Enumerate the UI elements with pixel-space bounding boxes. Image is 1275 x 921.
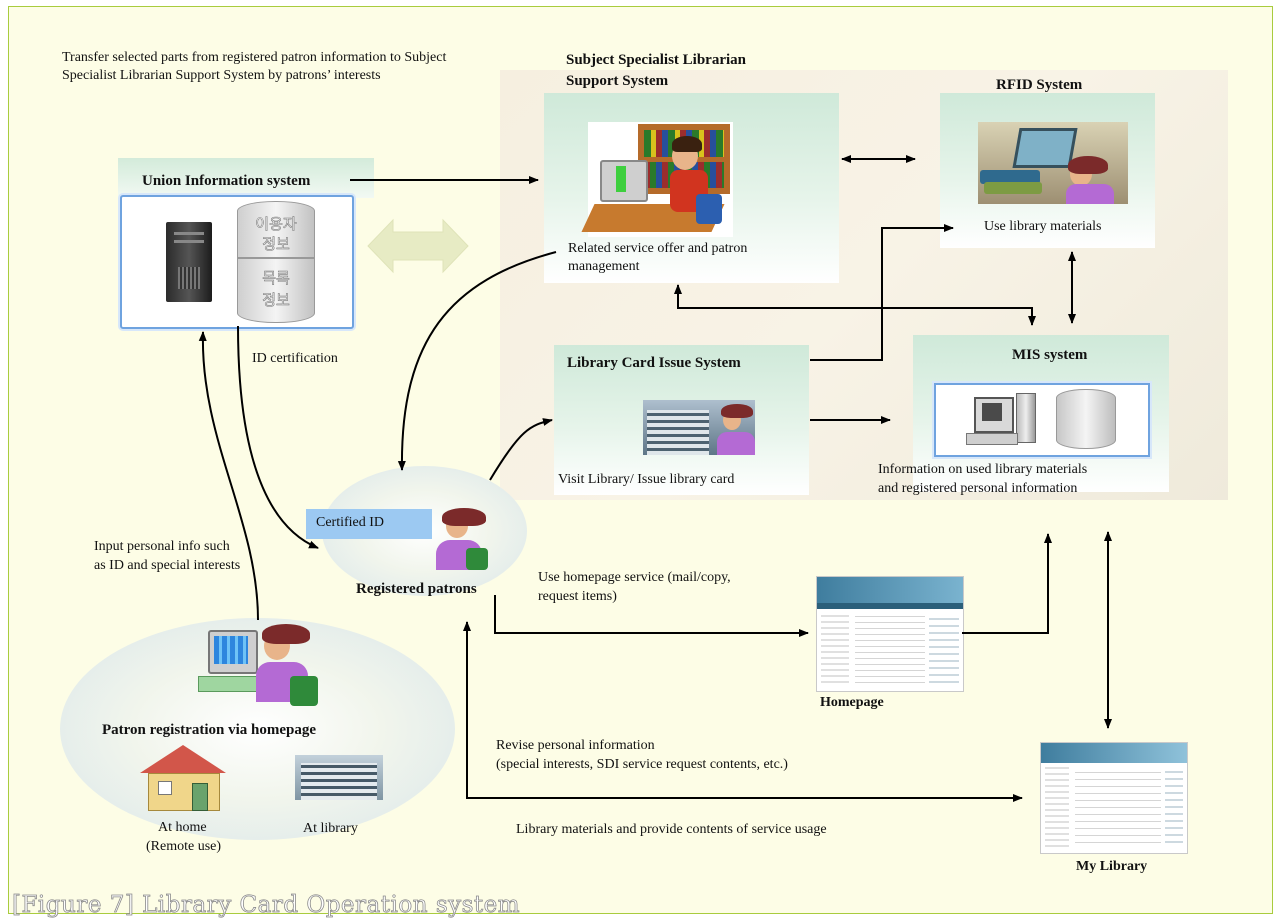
card-issue-title: Library Card Issue System (567, 355, 741, 371)
house-icon (140, 745, 226, 811)
db-bottom-label-2: 정보 (262, 291, 290, 310)
homepage-label: Homepage (820, 695, 884, 710)
database-icon (237, 201, 315, 323)
subject-title-line-1: Subject Specialist Librarian (566, 52, 747, 68)
database-icon (1056, 389, 1116, 449)
union-subject-double-arrow (367, 218, 469, 274)
certified-id-label: Certified ID (316, 515, 385, 530)
patrons-to-card-issue-arrow (489, 418, 553, 481)
library-materials-note: Library materials and provide contents o… (516, 822, 827, 837)
input-note-line-2: as ID and special interests (94, 558, 241, 573)
homepage-service-line-2: request items) (538, 589, 617, 604)
home-label-line-1: At home (158, 820, 207, 835)
home-label-line-2: (Remote use) (146, 839, 222, 854)
union-title-band (118, 158, 374, 198)
patrons-mylibrary-arrow (463, 621, 1023, 802)
mis-desc-line-2: and registered personal information (878, 481, 1078, 496)
rfid-title: RFID System (996, 77, 1083, 93)
patron-woman-icon (432, 508, 488, 570)
mis-desc-line-1: Information on used library materials (878, 462, 1088, 477)
mis-title: MIS system (1012, 347, 1088, 363)
subject-desc-line-1: Related service offer and patron (568, 241, 748, 256)
registration-title: Patron registration via homepage (102, 722, 317, 738)
figure-caption: [Figure 7] Library Card Operation system (12, 892, 521, 919)
certified-id-badge: Certified ID (306, 509, 432, 539)
db-top-label-1: 이용자 (255, 215, 297, 234)
my-library-label: My Library (1076, 859, 1148, 874)
server-icon (166, 222, 212, 302)
subject-title-line-2: Support System (566, 73, 669, 89)
card-issue-to-rfid-arrow (810, 224, 954, 361)
mis-to-subject-arrow (674, 284, 1033, 322)
transfer-note-line-1: Transfer selected parts from registered … (62, 50, 447, 65)
revise-line-1: Revise personal information (496, 738, 655, 753)
db-top-label-2: 정보 (262, 235, 290, 254)
input-note-line-1: Input personal info such (94, 539, 230, 554)
union-title: Union Information system (142, 173, 311, 189)
mis-system-image (934, 383, 1150, 457)
my-library-screenshot (1040, 742, 1188, 854)
library-building-icon (295, 755, 383, 800)
library-label: At library (303, 821, 358, 836)
rfid-station-image (978, 122, 1128, 204)
id-certification-label: ID certification (252, 351, 338, 366)
registered-patrons-title: Registered patrons (356, 581, 477, 597)
homepage-service-line-1: Use homepage service (mail/copy, (538, 570, 731, 585)
subject-desc-line-2: management (568, 259, 640, 274)
librarian-at-computer-image (581, 122, 733, 237)
union-to-patrons-arrow (237, 325, 319, 549)
transfer-note-line-2: Specialist Librarian Support System by p… (62, 68, 381, 83)
homepage-to-mis-arrow (962, 533, 1052, 634)
library-building-woman-image (643, 400, 755, 455)
registration-to-union-arrow (198, 331, 259, 621)
union-system-image: 이용자 정보 목록 정보 (120, 195, 354, 329)
card-issue-desc: Visit Library/ Issue library card (558, 472, 735, 487)
rfid-desc: Use library materials (984, 219, 1102, 234)
subject-to-patrons-arrow (397, 251, 557, 471)
revise-line-2: (special interests, SDI service request … (496, 757, 788, 772)
db-bottom-label-1: 목록 (262, 269, 290, 288)
woman-at-computer-icon (198, 624, 323, 706)
